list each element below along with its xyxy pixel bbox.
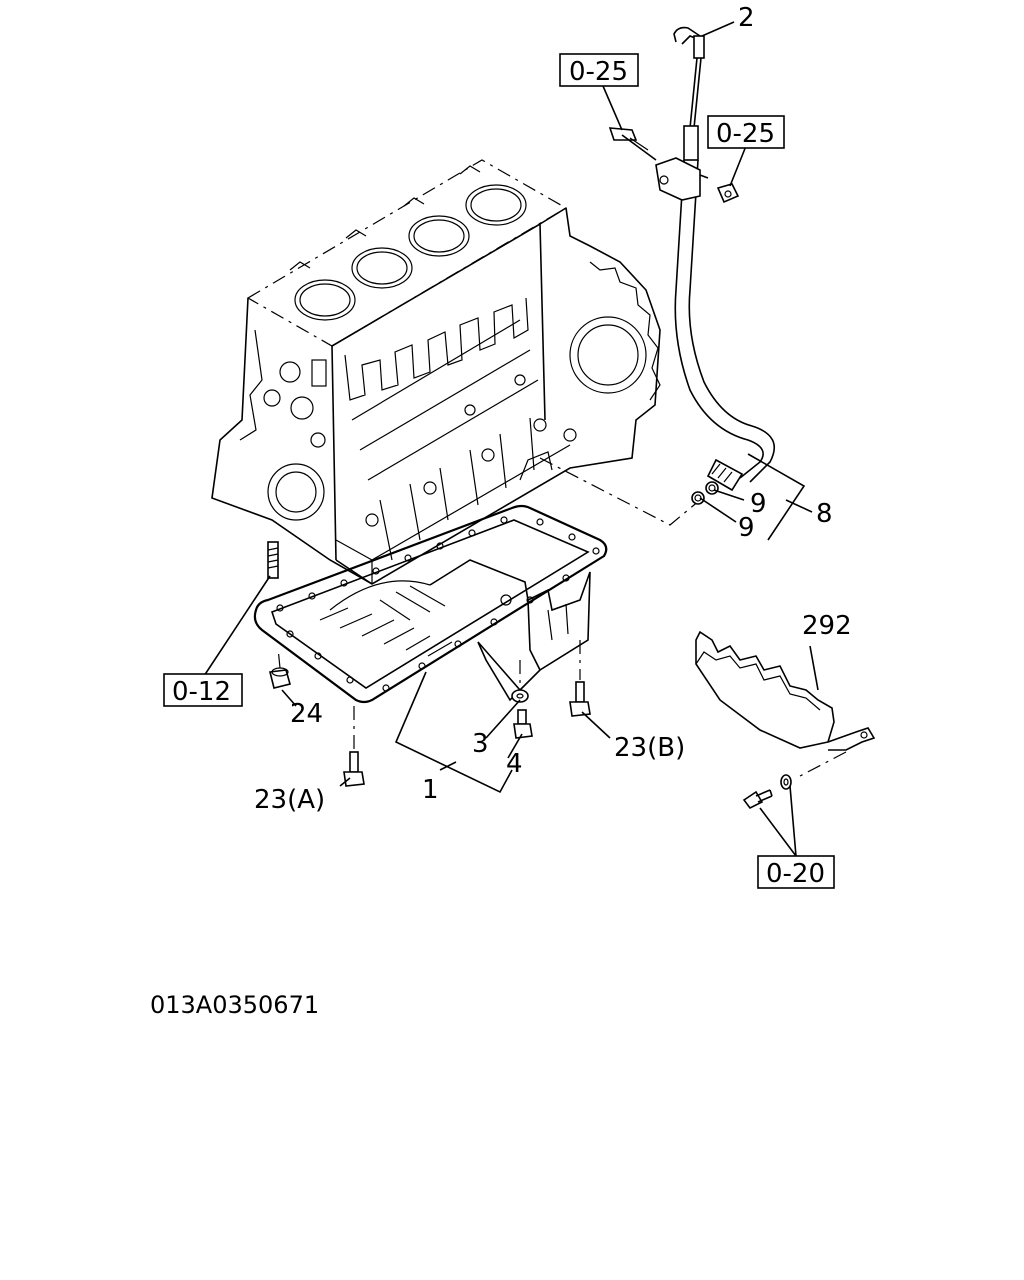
svg-text:0-12: 0-12	[172, 677, 231, 707]
shield-washer	[780, 774, 792, 790]
nut-24	[269, 647, 291, 689]
bracket-nut	[716, 183, 740, 204]
callout-o-ring-upper: 9	[750, 489, 767, 519]
leader-lines	[203, 21, 819, 859]
drawing-code: 013A0350671	[150, 991, 319, 1019]
bolt-23b	[569, 640, 591, 717]
callout-drain-washer: 3	[472, 729, 489, 759]
drain-washer	[511, 660, 529, 703]
ref-box-stud[interactable]: 0-12	[163, 673, 243, 707]
callout-bolt-a: 23(A)	[254, 785, 325, 815]
callout-oil-pan: 1	[422, 775, 439, 805]
oil-pan	[253, 504, 608, 704]
bolt-23a	[343, 706, 365, 787]
callout-bolt-b: 23(B)	[614, 733, 685, 763]
callout-drain-plug: 4	[506, 749, 523, 779]
svg-text:0-25: 0-25	[569, 57, 628, 87]
callout-o-ring-lower: 9	[738, 513, 755, 543]
shield-bolt	[742, 789, 773, 810]
svg-text:0-20: 0-20	[766, 859, 825, 889]
callout-guide-tube: 8	[816, 499, 833, 529]
callout-dipstick: 2	[738, 3, 755, 33]
bracket-bolt	[608, 127, 657, 161]
ref-box-bracket-bolt[interactable]: 0-25	[559, 53, 639, 87]
ref-box-bracket-nut[interactable]: 0-25	[707, 115, 785, 149]
dipstick	[673, 26, 705, 129]
drain-plug	[513, 709, 533, 739]
leader-block-to-tube	[539, 457, 701, 526]
callout-nut: 24	[290, 699, 323, 729]
svg-text:0-25: 0-25	[716, 119, 775, 149]
ref-box-shield-bolt[interactable]: 0-20	[757, 855, 835, 889]
o-rings	[691, 481, 719, 505]
callout-heat-shield: 292	[802, 611, 852, 641]
dipstick-guide-tube	[655, 125, 775, 492]
cylinder-block	[211, 159, 661, 585]
stud	[267, 541, 279, 579]
heat-shield	[695, 630, 876, 777]
